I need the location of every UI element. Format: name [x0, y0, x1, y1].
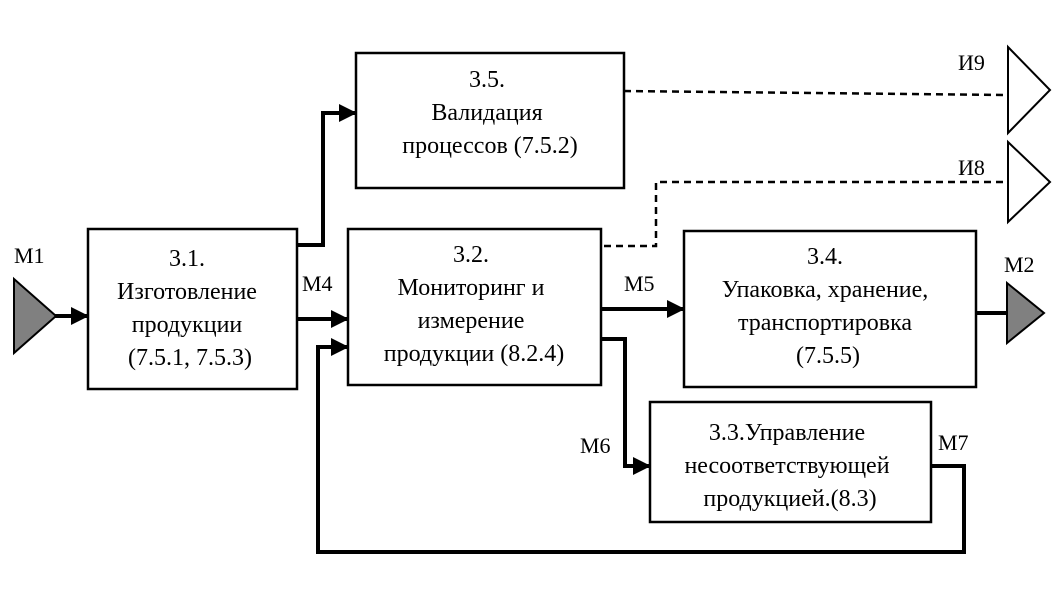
arrow-3-1-to-3-5	[297, 104, 357, 247]
box-3-3-line: продукцией.(8.3)	[703, 486, 876, 512]
i9-output-terminal	[1007, 44, 1052, 136]
box-3-2-line: Мониторинг и	[398, 275, 545, 301]
box-3-4-line: 3.4.	[807, 244, 843, 270]
box-3-3: 3.3.Управление несоответствующей продукц…	[648, 400, 933, 524]
arrow-m7-3-3-to-3-2	[316, 338, 966, 554]
box-3-5: 3.5. Валидация процессов (7.5.2)	[354, 51, 626, 190]
label-m7: М7	[938, 430, 969, 455]
label-m4: М4	[302, 271, 333, 296]
box-3-5-line: 3.5.	[469, 67, 505, 93]
label-m6: М6	[580, 433, 611, 458]
box-3-5-line: процессов (7.5.2)	[402, 133, 578, 159]
box-3-3-line: 3.3.Управление	[709, 420, 865, 446]
box-3-2-line: продукции (8.2.4)	[384, 341, 565, 367]
box-3-4-line: Упаковка, хранение,	[722, 277, 929, 303]
label-i9: И9	[958, 50, 985, 75]
label-m2: М2	[1004, 252, 1035, 277]
box-3-1-line: (7.5.1, 7.5.3)	[128, 345, 252, 371]
box-3-1: 3.1. Изготовление продукции (7.5.1, 7.5.…	[86, 227, 299, 391]
box-3-2: 3.2. Мониторинг и измерение продукции (8…	[346, 227, 603, 387]
box-3-1-line: продукции	[132, 312, 243, 338]
dashed-3-5-to-i9	[623, 89, 1009, 97]
box-3-2-line: 3.2.	[453, 242, 489, 268]
label-i8: И8	[958, 155, 985, 180]
label-m1: М1	[14, 243, 45, 268]
svg-text:3.3.Управление несоответ: 3.3.Управление несоответствующей продукц…	[684, 420, 895, 512]
label-m5: М5	[624, 271, 655, 296]
svg-text:3.5. Валидация про: 3.5. Валидация процессов (7.5.2)	[402, 67, 578, 159]
connectors	[55, 89, 1009, 554]
m2-output-terminal	[1006, 280, 1046, 346]
box-3-4-line: транспортировка	[738, 310, 912, 336]
arrow-m6-3-2-to-3-3	[601, 337, 651, 475]
svg-text:3.2. Мониторинг и: 3.2. Мониторинг и измерение продукции (8…	[384, 242, 565, 367]
box-3-5-line: Валидация	[431, 100, 542, 126]
box-3-2-line: измерение	[418, 308, 525, 334]
dashed-3-2-to-i8	[604, 180, 1008, 248]
flow-labels: М1 М2 М4 М5 М6 М7 И8 И9	[14, 50, 1035, 458]
svg-text:3.4. Упаковка, хранение,: 3.4. Упаковка, хранение, транспортировка…	[722, 244, 935, 369]
box-3-3-line: несоответствующей	[684, 453, 889, 479]
i8-output-terminal	[1007, 139, 1052, 225]
box-3-1-line: Изготовление	[117, 279, 257, 305]
box-3-4-line: (7.5.5)	[796, 343, 860, 369]
box-3-1-line: 3.1.	[169, 246, 205, 272]
m1-input-terminal	[13, 276, 58, 356]
svg-text:3.1. Изготовление: 3.1. Изготовление продукции (7.5.1, 7.5.…	[117, 246, 263, 371]
terminals	[13, 44, 1052, 356]
box-3-4: 3.4. Упаковка, хранение, транспортировка…	[682, 229, 978, 389]
